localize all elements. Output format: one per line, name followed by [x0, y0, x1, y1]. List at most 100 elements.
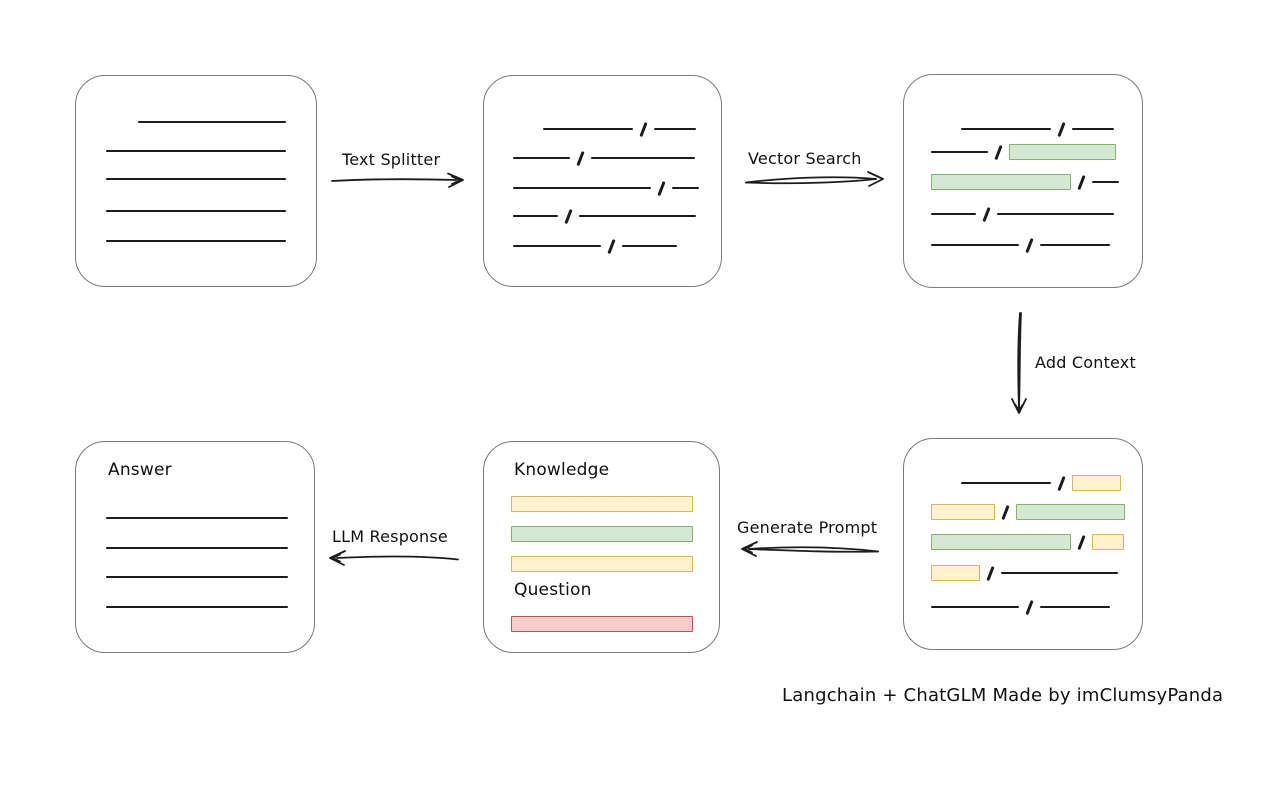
text-line: [1000, 572, 1118, 574]
slash-mark: [1057, 475, 1066, 491]
yellow-chunk: [1071, 475, 1121, 491]
knowledge-label: Knowledge: [514, 460, 610, 480]
text-line: [106, 210, 286, 212]
slash-mark: [1025, 599, 1034, 615]
sketch-row: [513, 238, 677, 254]
vector-search-label: Vector Search: [748, 149, 862, 168]
split-text-box: [483, 75, 722, 287]
slash-mark: [564, 208, 573, 224]
sketch-row: [513, 150, 695, 166]
text-splitter-arrow: [331, 172, 464, 188]
yellow-chunk: [1091, 534, 1124, 550]
sketch-row: [511, 496, 693, 512]
text-line: [961, 128, 1051, 130]
text-line: [513, 245, 601, 247]
sketch-row: [106, 569, 288, 585]
sketch-row: Question: [514, 580, 592, 600]
green-chunk: [1015, 504, 1125, 520]
sketch-row: [106, 203, 286, 219]
generate-prompt-label: Generate Prompt: [737, 518, 878, 537]
llm-response-arrow: [329, 550, 459, 566]
text-line: [138, 121, 286, 123]
slash-mark: [994, 144, 1003, 160]
text-line: [1091, 181, 1119, 183]
text-line: [621, 245, 677, 247]
text-line: [106, 178, 286, 180]
diagram-caption: Langchain + ChatGLM Made by imClumsyPand…: [782, 685, 1224, 706]
text-splitter-label: Text Splitter: [342, 150, 441, 169]
sketch-row: [511, 526, 693, 542]
text-line: [1039, 606, 1110, 608]
sketch-row: [138, 114, 286, 130]
slash-mark: [1057, 121, 1066, 137]
yellow-chunk: [931, 504, 995, 520]
text-line: [106, 517, 288, 519]
green-chunk: [1008, 144, 1116, 160]
slash-mark: [576, 150, 585, 166]
text-line: [106, 240, 286, 242]
context-box: [903, 438, 1143, 650]
sketch-row: [961, 475, 1121, 491]
text-line: [1071, 128, 1114, 130]
sketch-row: [931, 504, 1125, 520]
red-chunk: [511, 616, 693, 632]
text-line: [578, 215, 696, 217]
sketch-row: [511, 556, 693, 572]
text-line: [931, 244, 1019, 246]
text-line: [931, 606, 1019, 608]
sketch-row: [513, 208, 696, 224]
sketch-row: [931, 174, 1119, 190]
sketch-row: [931, 237, 1110, 253]
slash-mark: [1077, 534, 1086, 550]
slash-mark: [1001, 504, 1010, 520]
green-chunk: [511, 526, 693, 542]
sketch-row: [106, 599, 288, 615]
text-line: [513, 187, 651, 189]
slash-mark: [639, 121, 648, 137]
sketch-row: [106, 510, 288, 526]
yellow-chunk: [511, 496, 693, 512]
sketch-row: [106, 143, 286, 159]
text-line: [106, 606, 288, 608]
generate-prompt-arrow: [741, 541, 879, 557]
sketch-row: [961, 121, 1114, 137]
llm-response-label: LLM Response: [332, 527, 448, 546]
answer-label: Answer: [108, 460, 172, 480]
text-line: [106, 547, 288, 549]
text-line: [106, 576, 288, 578]
answer-box: Answer: [75, 441, 315, 653]
sketch-row: [513, 180, 699, 196]
text-line: [671, 187, 699, 189]
sketch-row: [106, 233, 286, 249]
slash-mark: [982, 206, 991, 222]
text-line: [653, 128, 696, 130]
slash-mark: [607, 238, 616, 254]
sketch-row: Knowledge: [514, 460, 610, 480]
text-line: [1039, 244, 1110, 246]
text-line: [513, 215, 558, 217]
add-context-label: Add Context: [1035, 353, 1136, 372]
sketch-row: [543, 121, 696, 137]
text-line: [513, 157, 570, 159]
text-line: [996, 213, 1114, 215]
sketch-row: [511, 616, 693, 632]
yellow-chunk: [931, 565, 980, 581]
text-line: [106, 150, 286, 152]
sketch-row: [931, 206, 1114, 222]
vector-search-arrow: [745, 171, 884, 187]
text-line: [543, 128, 633, 130]
sketch-row: [931, 599, 1110, 615]
sketch-row: [106, 540, 288, 556]
slash-mark: [1077, 174, 1086, 190]
add-context-arrow: [1011, 312, 1027, 414]
sketch-row: [931, 534, 1124, 550]
question-label: Question: [514, 580, 592, 600]
slash-mark: [986, 565, 995, 581]
sketch-row: [931, 565, 1118, 581]
green-chunk: [931, 174, 1071, 190]
yellow-chunk: [511, 556, 693, 572]
text-line: [931, 213, 976, 215]
slash-mark: [657, 180, 666, 196]
sketch-row: [106, 171, 286, 187]
